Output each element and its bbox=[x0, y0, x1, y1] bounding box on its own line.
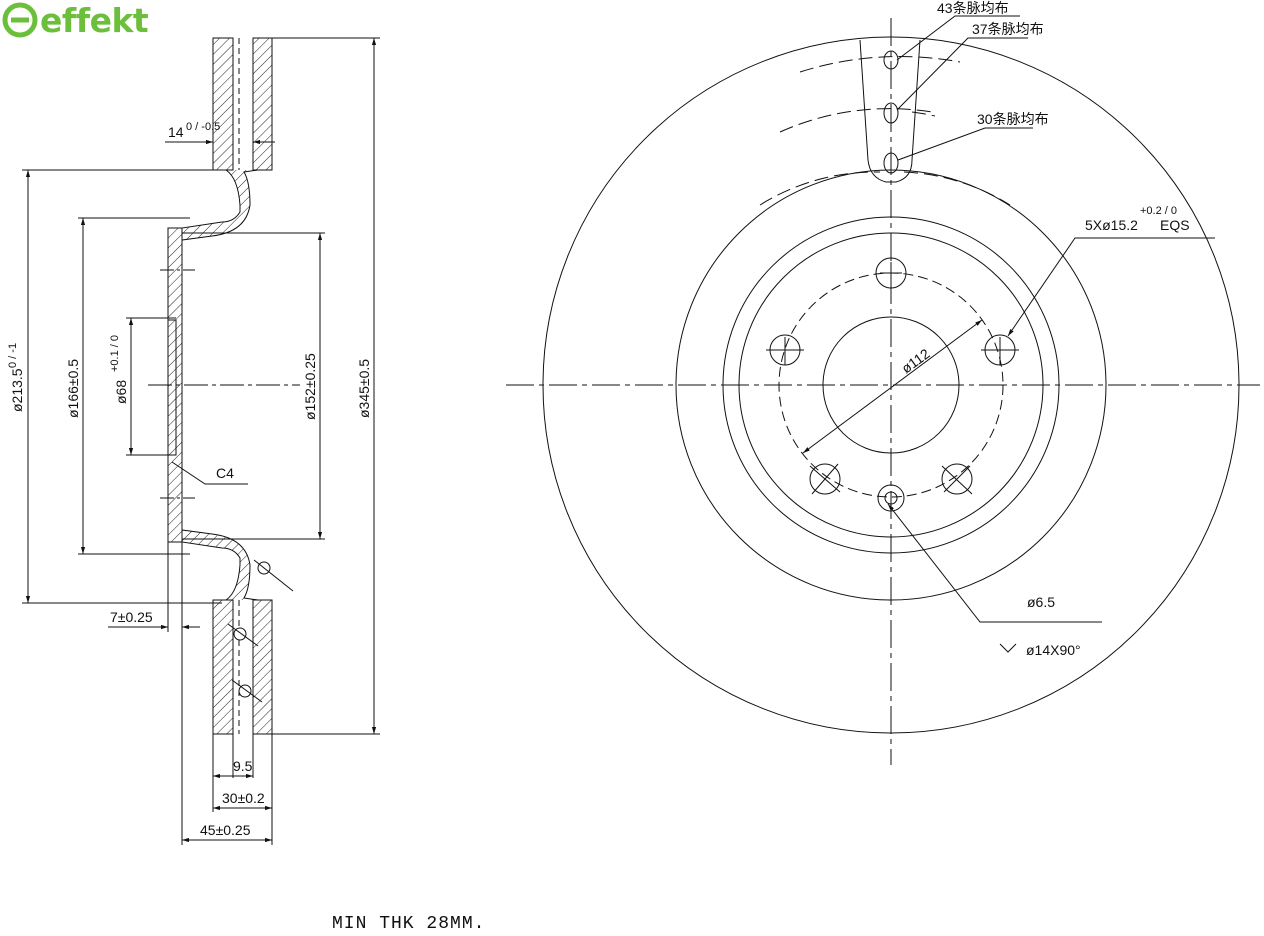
bolt-holes bbox=[766, 257, 1019, 512]
bolt-hole-lower-right bbox=[941, 463, 973, 495]
friction-ring-inner-edge bbox=[675, 169, 1107, 601]
dim-overall-height: 45±0.25 bbox=[200, 822, 251, 838]
min-thickness-note: MIN THK 28MM. bbox=[332, 914, 486, 934]
dim-chamfer: C4 bbox=[216, 465, 234, 481]
hat-neck-top bbox=[181, 169, 259, 241]
dim-hat-thickness-tol: 0 / -0.5 bbox=[186, 121, 220, 133]
hat-step-edge bbox=[738, 232, 1044, 538]
dim-hat-diameter: ø213.5 bbox=[9, 368, 25, 412]
label-37-ribs: 37条脉均布 bbox=[972, 21, 1044, 37]
inner-friction-ring-bottom bbox=[252, 599, 273, 735]
rib-slot-outline bbox=[859, 39, 921, 183]
outer-friction-ring-bottom bbox=[212, 599, 234, 735]
label-bolt-eqs: EQS bbox=[1160, 217, 1190, 233]
dim-pcd-outer-diameter: ø166±0.5 bbox=[65, 359, 81, 418]
effekt-logo-icon bbox=[2, 2, 38, 38]
dim-inner-diameter: ø152±0.25 bbox=[302, 353, 318, 420]
brand-logo: effekt bbox=[2, 0, 149, 40]
dim-hub-bore-diameter: ø68 bbox=[113, 380, 129, 404]
dim-hat-thickness: 14 bbox=[168, 124, 184, 140]
rib-hole-3 bbox=[883, 152, 899, 174]
label-bolt-holes: 5Xø15.2 bbox=[1085, 217, 1138, 233]
dim-offset: 7±0.25 bbox=[110, 609, 153, 625]
bolt-hole-lower-left bbox=[809, 463, 841, 495]
disc-outer-edge bbox=[542, 36, 1240, 734]
label-30-ribs: 30条脉均布 bbox=[977, 111, 1049, 127]
rib-hole-2 bbox=[883, 102, 899, 124]
side-section-view bbox=[22, 37, 380, 845]
hat-neck-bottom bbox=[181, 529, 259, 601]
front-view-texts: 43条脉均布 37条脉均布 30条脉均布 5Xø15.2 +0.2 / 0 EQ… bbox=[898, 0, 1189, 658]
rib-hole-1 bbox=[883, 50, 899, 70]
dim-disc-thickness: 30±0.2 bbox=[222, 790, 265, 806]
label-pcd: ø112 bbox=[898, 345, 933, 376]
dim-hub-bore-tol: +0.1 / 0 bbox=[109, 335, 121, 372]
outer-friction-ring-top bbox=[212, 37, 234, 171]
brand-name: effekt bbox=[40, 0, 149, 40]
bolt-hole-top bbox=[875, 257, 907, 289]
label-43-ribs: 43条脉均布 bbox=[937, 0, 1009, 16]
front-view bbox=[506, 15, 1260, 765]
label-bolt-tol: +0.2 / 0 bbox=[1140, 205, 1177, 217]
pcd-dim-line bbox=[802, 319, 983, 454]
inner-friction-ring-top bbox=[252, 37, 273, 171]
side-view-dimension-texts: ø345±0.5 ø213.5 0 / -1 ø166±0.5 ø68 +0.1… bbox=[7, 121, 372, 838]
label-countersink: ø14X90° bbox=[1026, 642, 1081, 658]
vent-hole-3 bbox=[238, 684, 252, 698]
label-small-hole: ø6.5 bbox=[1027, 594, 1055, 610]
hat-outer-edge bbox=[722, 216, 1060, 554]
locating-hole bbox=[877, 484, 905, 512]
dim-hat-diameter-tol: 0 / -1 bbox=[7, 343, 19, 368]
dim-outer-diameter: ø345±0.5 bbox=[356, 359, 372, 418]
dim-vane-width: 9.5 bbox=[233, 758, 253, 774]
